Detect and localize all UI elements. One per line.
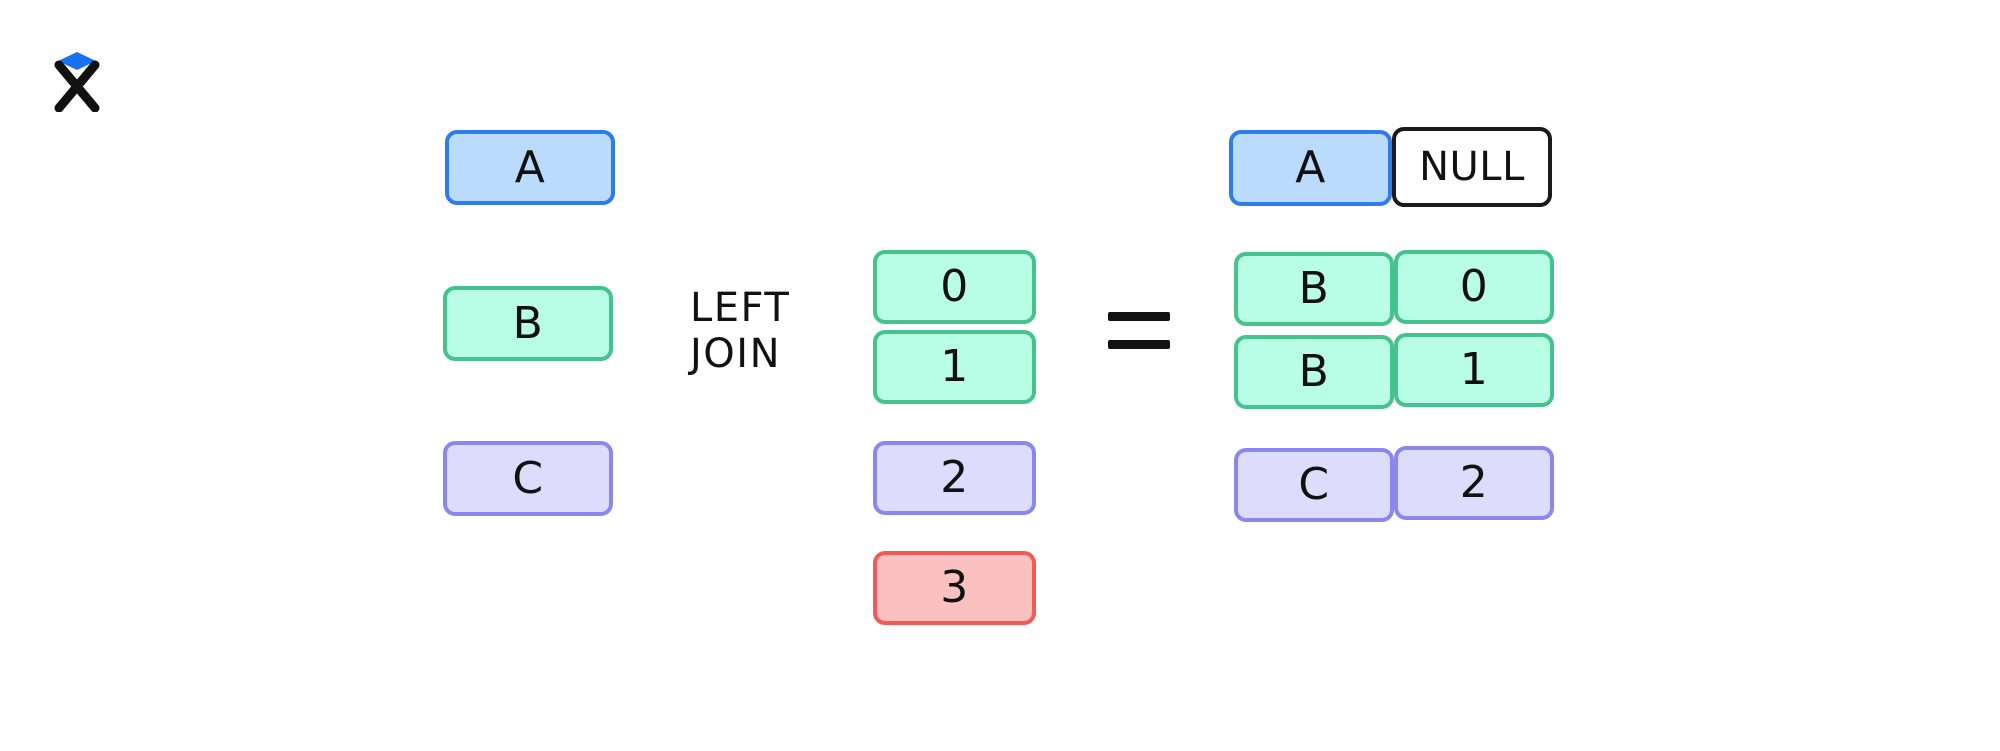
left-cell-c[interactable]: C — [443, 441, 613, 516]
result-cell-left-4[interactable]: C — [1234, 448, 1394, 522]
join-label-line-2: JOIN — [690, 331, 781, 377]
right-cell-2[interactable]: 2 — [873, 441, 1036, 515]
logo-svg — [54, 52, 100, 113]
result-cell-left-3[interactable]: B — [1234, 335, 1394, 409]
result-cell-left-2[interactable]: B — [1234, 252, 1394, 326]
join-operator-label: LEFT JOIN — [690, 285, 820, 377]
result-cell-right-2[interactable]: 0 — [1394, 250, 1554, 324]
result-cell-right-1[interactable]: NULL — [1392, 127, 1552, 207]
equals-bar-top — [1108, 312, 1170, 321]
right-cell-1[interactable]: 1 — [873, 330, 1036, 404]
equals-bar-bottom — [1108, 340, 1170, 349]
right-cell-3[interactable]: 3 — [873, 551, 1036, 625]
x-icon — [54, 60, 100, 113]
result-cell-right-4[interactable]: 2 — [1394, 446, 1554, 520]
left-cell-a[interactable]: A — [445, 130, 615, 205]
join-label-line-1: LEFT — [690, 285, 791, 331]
left-cell-b[interactable]: B — [443, 286, 613, 361]
result-cell-right-3[interactable]: 1 — [1394, 333, 1554, 407]
equals-icon — [1108, 312, 1170, 358]
excalidraw-logo — [48, 42, 108, 113]
diamond-icon — [58, 52, 96, 70]
result-cell-left-1[interactable]: A — [1229, 130, 1392, 206]
right-cell-0[interactable]: 0 — [873, 250, 1036, 324]
